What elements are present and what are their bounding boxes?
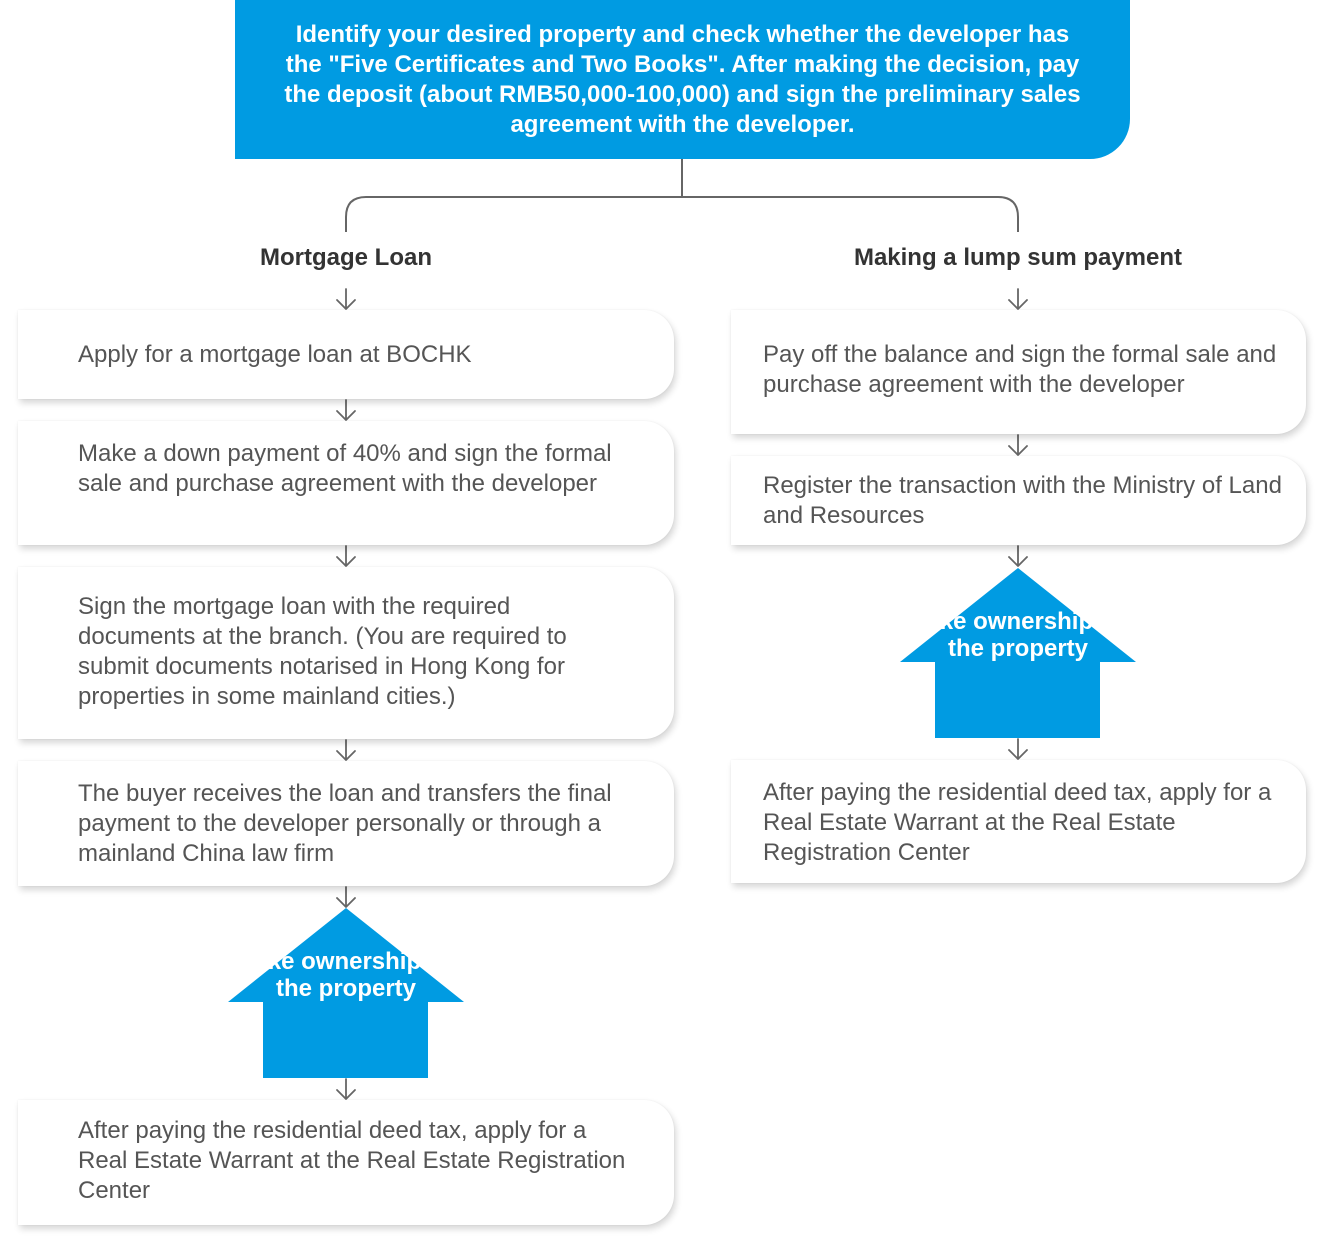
down-arrow-icon xyxy=(336,545,356,567)
lump-sum-step-register: Register the transaction with the Minist… xyxy=(731,456,1306,545)
ownership-label: Take ownership of the property xyxy=(913,608,1123,662)
mortgage-step-warrant: After paying the residential deed tax, a… xyxy=(18,1100,674,1225)
ownership-house-right: Take ownership of the property xyxy=(900,568,1136,738)
ownership-label: Take ownership of the property xyxy=(241,948,451,1002)
lump-sum-step-pay-balance: Pay off the balance and sign the formal … xyxy=(731,310,1306,434)
split-connector xyxy=(345,159,1019,232)
down-arrow-icon xyxy=(1008,288,1028,310)
down-arrow-icon xyxy=(1008,738,1028,760)
mortgage-loan-title: Mortgage Loan xyxy=(260,244,432,271)
house-icon xyxy=(228,908,464,1078)
step-text: After paying the residential deed tax, a… xyxy=(763,779,1272,866)
mortgage-step-sign-loan: Sign the mortgage loan with the required… xyxy=(18,567,674,739)
step-text: After paying the residential deed tax, a… xyxy=(78,1117,626,1204)
step-text: Register the transaction with the Minist… xyxy=(763,472,1282,529)
down-arrow-icon xyxy=(336,288,356,310)
ownership-house-left: Take ownership of the property xyxy=(228,908,464,1078)
house-icon xyxy=(900,568,1136,738)
step-text: The buyer receives the loan and transfer… xyxy=(78,780,612,867)
mortgage-step-receive-loan: The buyer receives the loan and transfer… xyxy=(18,761,674,886)
down-arrow-icon xyxy=(1008,434,1028,456)
down-arrow-icon xyxy=(1008,545,1028,567)
mortgage-step-down-payment: Make a down payment of 40% and sign the … xyxy=(18,421,674,545)
down-arrow-icon xyxy=(336,399,356,421)
lump-sum-step-warrant: After paying the residential deed tax, a… xyxy=(731,760,1306,883)
mortgage-step-apply: Apply for a mortgage loan at BOCHK xyxy=(18,310,674,399)
lump-sum-title: Making a lump sum payment xyxy=(853,244,1183,271)
down-arrow-icon xyxy=(336,1078,356,1100)
initial-step-box: Identify your desired property and check… xyxy=(235,0,1130,159)
step-text: Make a down payment of 40% and sign the … xyxy=(78,440,612,497)
step-text: Pay off the balance and sign the formal … xyxy=(763,341,1277,398)
step-text: Apply for a mortgage loan at BOCHK xyxy=(78,341,472,368)
step-text: Sign the mortgage loan with the required… xyxy=(78,593,567,710)
down-arrow-icon xyxy=(336,739,356,761)
initial-step-text: Identify your desired property and check… xyxy=(284,21,1081,138)
down-arrow-icon xyxy=(336,886,356,908)
